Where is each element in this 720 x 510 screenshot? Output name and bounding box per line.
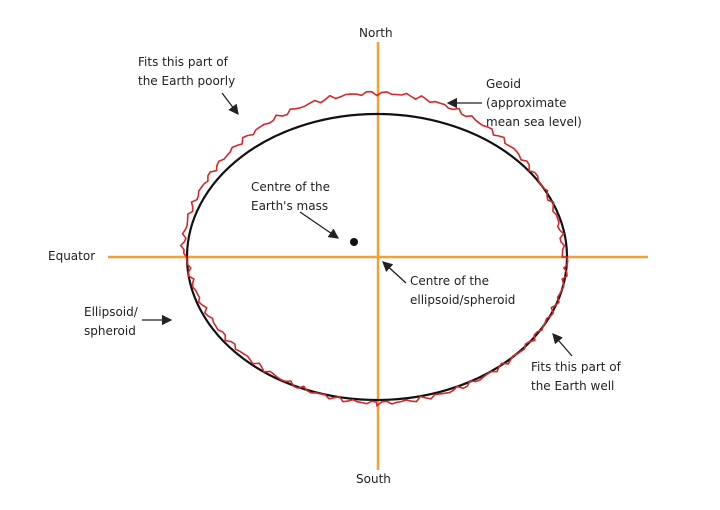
label-line: Fits this part of bbox=[138, 55, 228, 69]
label-ellipsoid: Ellipsoid/ spheroid bbox=[84, 303, 138, 341]
label-line: ellipsoid/spheroid bbox=[410, 293, 516, 307]
label-centre-mass: Centre of the Earth's mass bbox=[251, 178, 330, 216]
label-fits-poorly: Fits this part of the Earth poorly bbox=[138, 53, 235, 91]
label-fits-well: Fits this part of the Earth well bbox=[531, 358, 621, 396]
centre-of-mass-dot bbox=[350, 238, 358, 246]
label-south: South bbox=[356, 472, 391, 486]
arrow-fits-well bbox=[552, 333, 573, 357]
label-line: mean sea level) bbox=[486, 115, 582, 129]
label-line: Centre of the bbox=[251, 180, 331, 194]
arrow-centre-ellipsoid bbox=[382, 261, 407, 284]
label-centre-ellipsoid: Centre of the ellipsoid/spheroid bbox=[410, 272, 515, 310]
arrow-fits-poorly bbox=[221, 92, 239, 116]
label-line: Earth's mass bbox=[251, 199, 329, 213]
label-geoid: Geoid (approximate mean sea level) bbox=[486, 75, 582, 132]
label-line: the Earth well bbox=[531, 379, 615, 393]
label-line: (approximate bbox=[486, 96, 567, 110]
label-line: Fits this part of bbox=[531, 360, 621, 374]
label-equator: Equator bbox=[48, 249, 96, 263]
label-line: spheroid bbox=[84, 324, 136, 338]
label-north: North bbox=[359, 26, 393, 40]
arrow-centre-mass bbox=[299, 211, 340, 239]
label-line: Centre of the bbox=[410, 274, 490, 288]
label-line: Geoid bbox=[486, 77, 521, 91]
label-line: Ellipsoid/ bbox=[84, 305, 138, 319]
label-line: the Earth poorly bbox=[138, 74, 236, 88]
geoid-outline bbox=[179, 90, 569, 408]
